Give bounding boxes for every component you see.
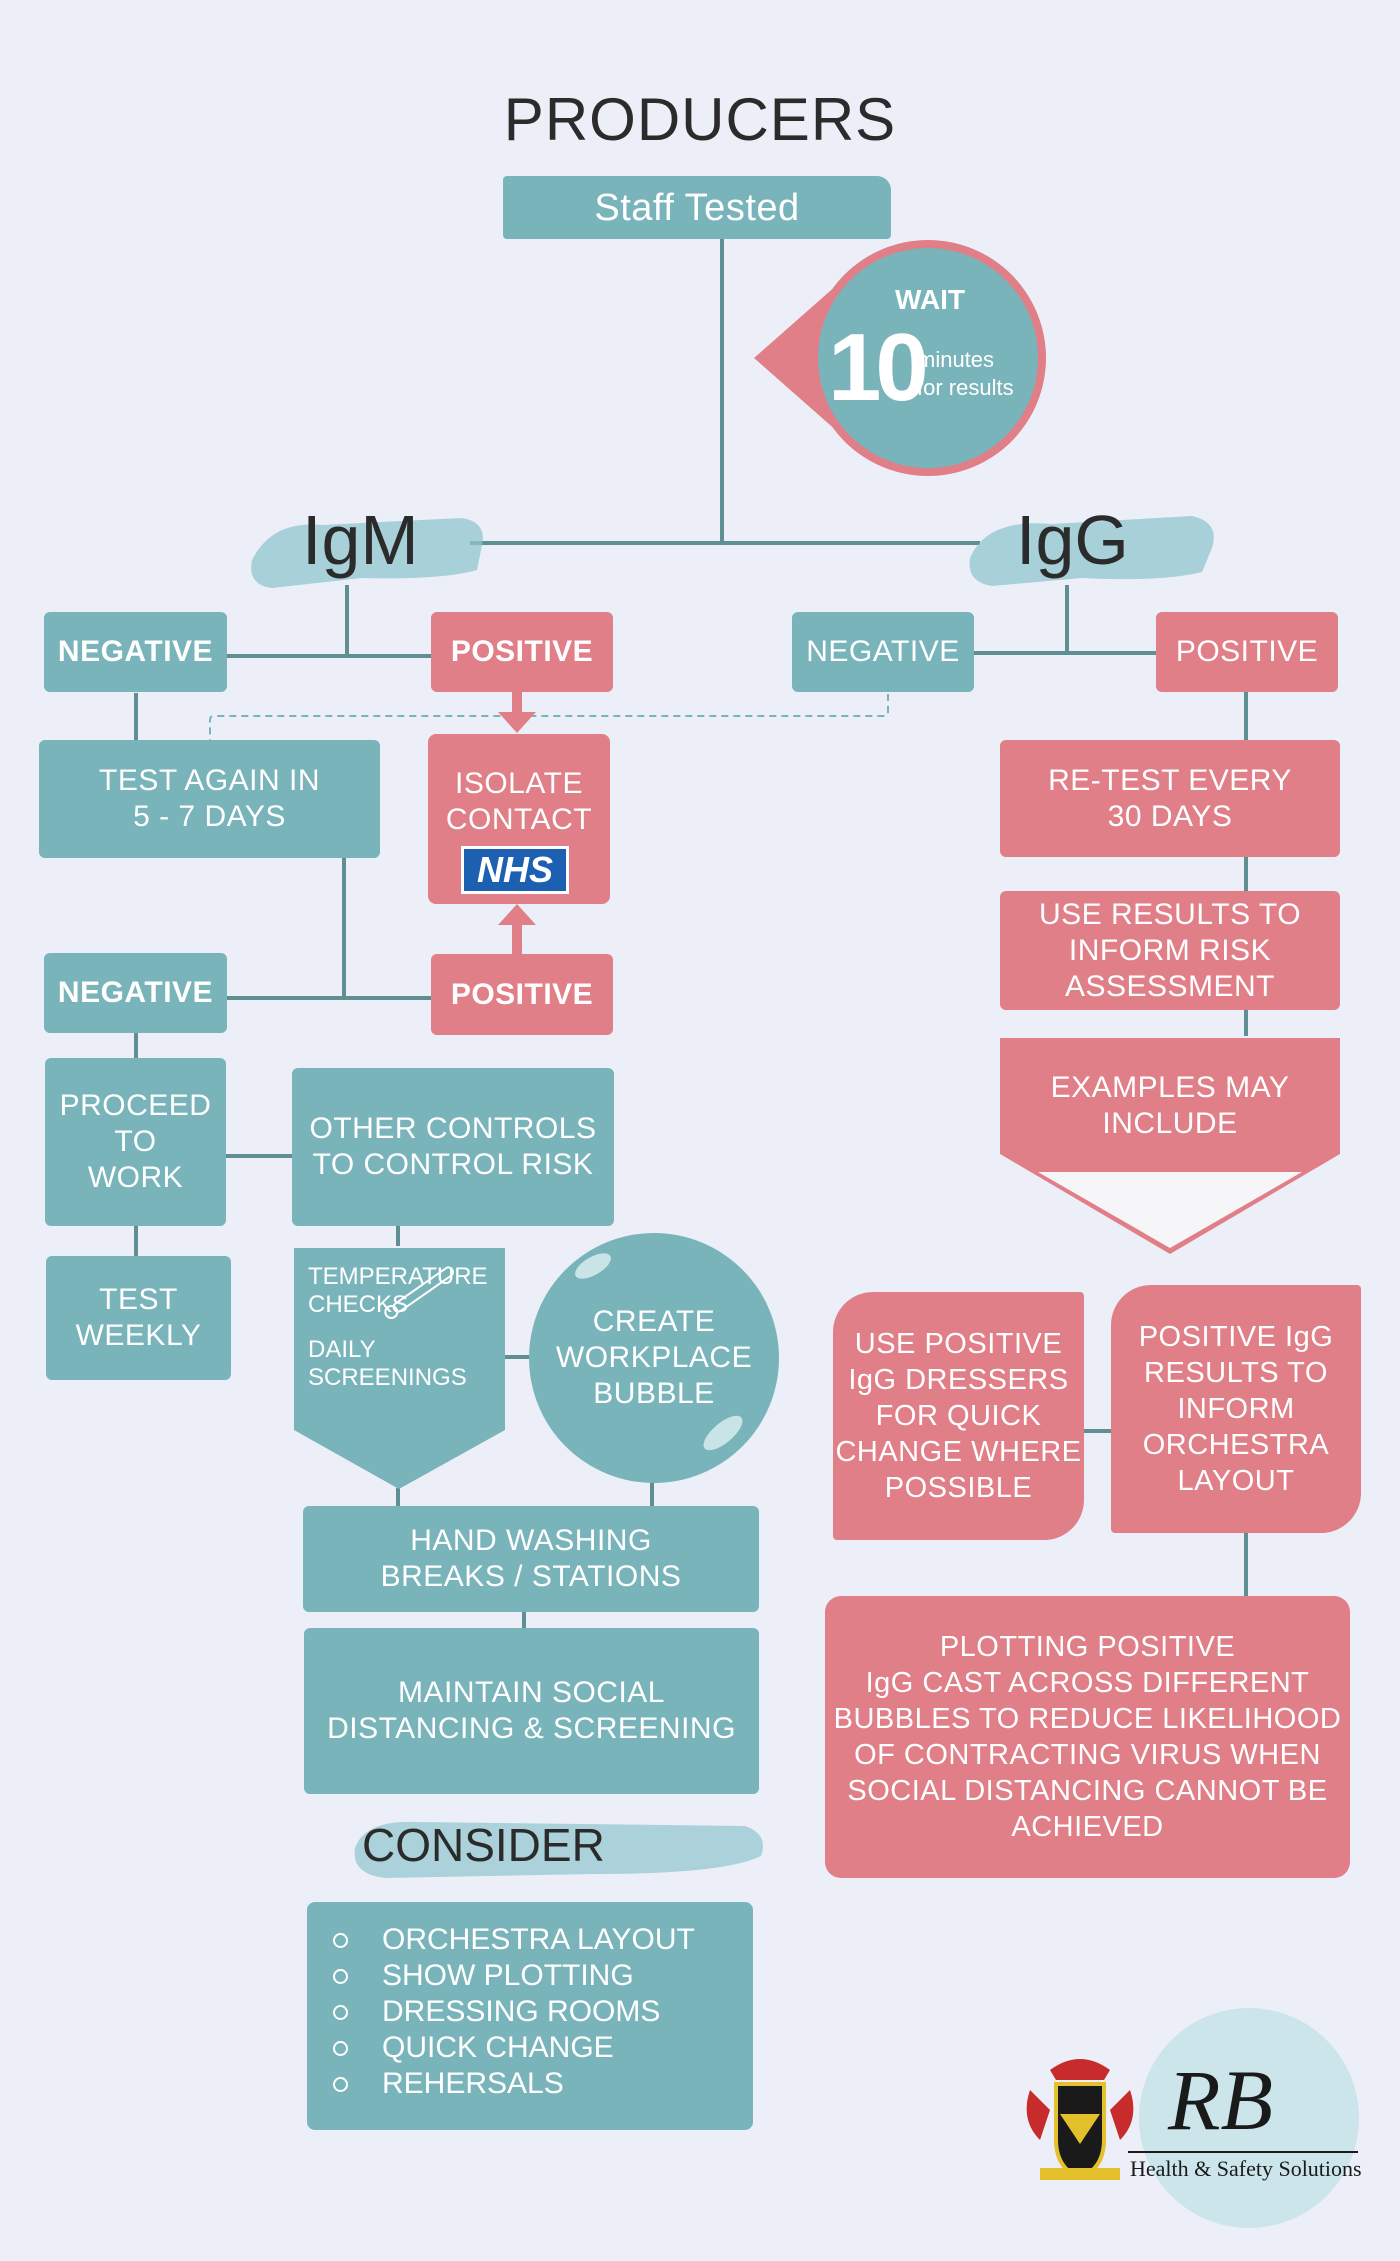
workplace-bubble-label: CREATE WORKPLACE BUBBLE bbox=[555, 1305, 753, 1410]
consider-item-label: SHOW PLOTTING bbox=[382, 1959, 634, 1992]
test-again-box: TEST AGAIN IN 5 - 7 DAYS bbox=[39, 740, 380, 858]
igg-positive: POSITIVE bbox=[1156, 612, 1338, 692]
logo-circle bbox=[1139, 2008, 1359, 2228]
examples-label: EXAMPLES MAY INCLUDE bbox=[1050, 1071, 1290, 1140]
igm-title: IgM bbox=[302, 501, 419, 579]
page-title: PRODUCERS bbox=[503, 86, 897, 153]
bullet-icon bbox=[333, 2040, 348, 2056]
isolate-contact-box: ISOLATE CONTACT NHS bbox=[428, 734, 610, 904]
wait-unit: minutes for results bbox=[917, 346, 1014, 402]
igg-brush bbox=[969, 516, 1214, 586]
consider-item: SHOW PLOTTING bbox=[307, 1958, 753, 1994]
consider-item: ORCHESTRA LAYOUT bbox=[307, 1922, 753, 1958]
plotting-box: PLOTTING POSITIVE IgG CAST ACROSS DIFFER… bbox=[825, 1596, 1350, 1878]
igm-brush bbox=[251, 518, 483, 588]
wait-unit-line2: for results bbox=[917, 375, 1014, 400]
other-controls-box: OTHER CONTROLS TO CONTROL RISK bbox=[292, 1068, 614, 1226]
test-weekly-box: TEST WEEKLY bbox=[46, 1256, 231, 1380]
wait-number: 10 bbox=[828, 314, 929, 421]
proceed-to-work-box: PROCEED TO WORK bbox=[45, 1058, 226, 1226]
igg-title: IgG bbox=[1016, 501, 1129, 579]
igg-negative: NEGATIVE bbox=[792, 612, 974, 692]
bullet-icon bbox=[333, 1968, 348, 1984]
consider-item-label: QUICK CHANGE bbox=[382, 2031, 614, 2064]
social-distancing-box: MAINTAIN SOCIAL DISTANCING & SCREENING bbox=[304, 1628, 759, 1794]
bullet-icon bbox=[333, 1932, 348, 1948]
igm-positive: POSITIVE bbox=[431, 612, 613, 692]
temperature-pentagon bbox=[294, 1248, 505, 1489]
examples-pentagon bbox=[1000, 1038, 1340, 1254]
consider-item: DRESSING ROOMS bbox=[307, 1994, 753, 2030]
retest-box: RE-TEST EVERY 30 DAYS bbox=[1000, 740, 1340, 857]
workplace-bubble: CREATE WORKPLACE BUBBLE bbox=[529, 1233, 779, 1483]
staff-tested-box: Staff Tested bbox=[503, 176, 891, 239]
nhs-logo-text: NHS bbox=[464, 849, 566, 891]
consider-item: QUICK CHANGE bbox=[307, 2030, 753, 2066]
consider-item: REHERSALS bbox=[307, 2066, 753, 2102]
nhs-logo: NHS bbox=[461, 846, 569, 894]
igm-positive-2: POSITIVE bbox=[431, 954, 613, 1035]
consider-item-label: ORCHESTRA LAYOUT bbox=[382, 1923, 695, 1956]
consider-item-label: REHERSALS bbox=[382, 2067, 564, 2100]
isolate-contact-label: ISOLATE CONTACT bbox=[445, 767, 593, 836]
use-results-box: USE RESULTS TO INFORM RISK ASSESSMENT bbox=[1000, 891, 1340, 1010]
logo-tagline: Health & Safety Solutions bbox=[1130, 2156, 1362, 2181]
igm-negative-2: NEGATIVE bbox=[44, 953, 227, 1033]
consider-item-label: DRESSING ROOMS bbox=[382, 1995, 661, 2028]
logo-initials: RB bbox=[1168, 2052, 1274, 2148]
orchestra-box: POSITIVE IgG RESULTS TO INFORM ORCHESTRA… bbox=[1111, 1285, 1361, 1533]
dressers-box: USE POSITIVE IgG DRESSERS FOR QUICK CHAN… bbox=[833, 1292, 1084, 1540]
consider-brush bbox=[354, 1821, 763, 1878]
daily-screenings: DAILY SCREENINGS bbox=[308, 1336, 467, 1391]
consider-title: CONSIDER bbox=[362, 1819, 605, 1871]
hand-washing-box: HAND WASHING BREAKS / STATIONS bbox=[303, 1506, 759, 1612]
wait-label: WAIT bbox=[895, 284, 965, 315]
wait-unit-line1: minutes bbox=[917, 347, 995, 372]
bullet-icon bbox=[333, 2076, 348, 2092]
wait-badge bbox=[754, 240, 1046, 476]
logo-rule bbox=[1128, 2151, 1358, 2153]
bullet-icon bbox=[333, 2004, 348, 2020]
igm-negative: NEGATIVE bbox=[44, 612, 227, 692]
crest-icon bbox=[1026, 2059, 1134, 2181]
temperature-checks: TEMPERATURE CHECKS bbox=[308, 1263, 488, 1318]
